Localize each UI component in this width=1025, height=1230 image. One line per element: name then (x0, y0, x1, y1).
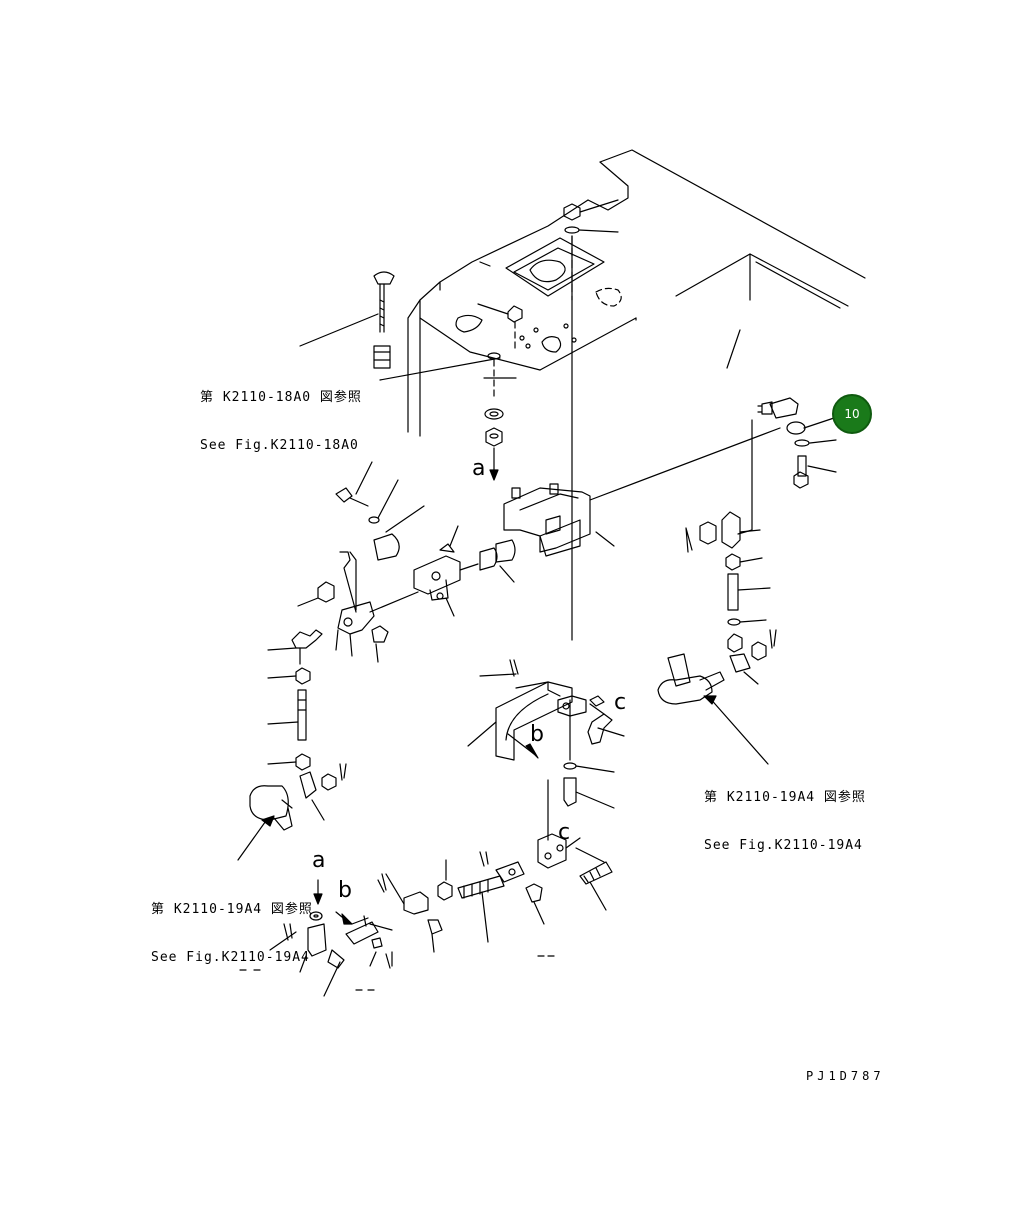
reference-en: See Fig.K2110-18A0 (200, 438, 359, 453)
top-hardware (299, 199, 619, 481)
right-hardware (657, 397, 837, 765)
bottom-linkage (239, 833, 613, 997)
view-letter-a-top: a (472, 456, 486, 481)
view-letter-c-lower: c (558, 820, 571, 845)
drawing-id: PJ1D787 (806, 1069, 885, 1083)
cab-floor-frame (407, 149, 866, 437)
reference-jp: 第 K2110-19A4 図参照 (704, 790, 866, 805)
lower-bracket (467, 659, 625, 809)
reference-label-k2110-19a4-left: 第 K2110-19A4 図参照 See Fig.K2110-19A4 (151, 870, 313, 982)
view-letter-c-middle: c (614, 690, 627, 715)
reference-jp: 第 K2110-18A0 図参照 (200, 390, 362, 405)
reference-label-k2110-19a4-right: 第 K2110-19A4 図参照 See Fig.K2110-19A4 (704, 758, 866, 870)
view-letter-b-middle: b (530, 722, 544, 747)
view-letter-b-lower: b (338, 878, 352, 903)
left-linkage (237, 461, 516, 861)
main-bracket (503, 427, 781, 557)
reference-en: See Fig.K2110-19A4 (704, 838, 863, 853)
callout-badge[interactable]: 10 (832, 394, 872, 434)
reference-jp: 第 K2110-19A4 図参照 (151, 902, 313, 917)
reference-en: See Fig.K2110-19A4 (151, 950, 310, 965)
view-letter-a-lower: a (312, 848, 326, 873)
reference-label-k2110-18a0: 第 K2110-18A0 図参照 See Fig.K2110-18A0 (200, 358, 362, 470)
